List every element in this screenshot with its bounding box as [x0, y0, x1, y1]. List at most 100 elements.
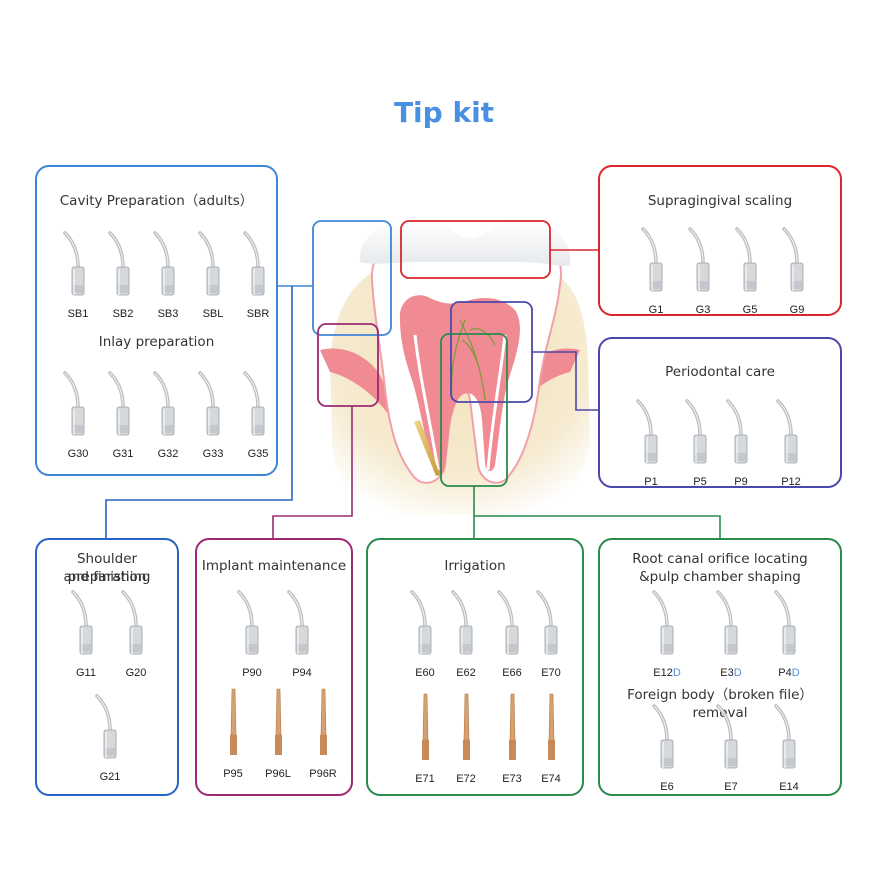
tip-illustration [320, 688, 327, 755]
tip-p90: P90 [229, 584, 275, 679]
panel-title-line2: and finishing [63, 569, 151, 585]
tip-label-text: G35 [247, 448, 269, 460]
tip-label-text: E62 [456, 667, 476, 679]
tip-label-text: E14 [779, 781, 799, 793]
tip-label: P96R [292, 768, 354, 780]
tip-illustration [243, 371, 265, 436]
tip-label: G3 [672, 304, 734, 316]
tip-p1: P1 [628, 393, 674, 488]
tip-label-text: P9 [734, 476, 748, 488]
tip-e12: E12D [644, 584, 690, 679]
tip-label: P94 [271, 667, 333, 679]
tip-illustration [774, 590, 796, 655]
highlight-cavity [312, 220, 392, 336]
tip-label: G1 [625, 304, 687, 316]
tip-label-text: G31 [112, 448, 134, 460]
tip-label-text: G5 [742, 304, 758, 316]
tip-label: E71 [394, 773, 456, 785]
tip-label-text: E71 [415, 773, 435, 785]
tip-label: G32 [137, 448, 199, 460]
tip-p96l: P96L [255, 685, 301, 780]
tip-label-text: SB2 [112, 308, 134, 320]
tip-sb3: SB3 [145, 225, 191, 320]
tip-e73: E73 [489, 690, 535, 785]
tip-illustration [652, 590, 674, 655]
tip-label-text: E60 [415, 667, 435, 679]
tip-e70: E70 [528, 584, 574, 679]
tip-label-text: P1 [644, 476, 658, 488]
tip-e72: E72 [443, 690, 489, 785]
panel-title-line1: Shoulder preparation [67, 551, 147, 585]
tip-label-text: E7 [724, 781, 738, 793]
tip-g31: G31 [100, 365, 146, 460]
tip-e3: E3D [708, 584, 754, 679]
tip-label-text: G32 [157, 448, 179, 460]
tip-e60: E60 [402, 584, 448, 679]
tip-label: SBR [227, 308, 289, 320]
tip-label-text: G3 [695, 304, 711, 316]
tip-label: G33 [182, 448, 244, 460]
tip-g33: G33 [190, 365, 236, 460]
tip-label-text: P95 [223, 768, 243, 780]
tip-e6: E6 [644, 698, 690, 793]
tip-label: G20 [105, 667, 167, 679]
connector-shoulder [105, 286, 293, 538]
panel-root-canal: Root canal orifice locating &pulp chambe… [598, 538, 842, 796]
tip-p96r: P96R [300, 685, 346, 780]
tip-illustration [463, 693, 470, 760]
tip-label-text: E74 [541, 773, 561, 785]
tip-label-suffix: D [733, 667, 742, 679]
tip-illustration [652, 704, 674, 769]
tip-label-text: SBL [202, 308, 224, 320]
tip-label: G5 [719, 304, 781, 316]
tip-illustration [716, 704, 738, 769]
tip-illustration [716, 590, 738, 655]
tip-p95: P95 [210, 685, 256, 780]
tip-g20: G20 [113, 584, 159, 679]
highlight-implant [317, 323, 379, 407]
tip-illustration [95, 694, 117, 759]
tip-label: E14 [758, 781, 820, 793]
tip-label-suffix: D [791, 667, 800, 679]
tip-illustration [63, 371, 85, 436]
tip-label: E73 [481, 773, 543, 785]
tip-label-text: E12 [653, 667, 673, 679]
tip-illustration [108, 231, 130, 296]
tip-illustration [198, 231, 220, 296]
gum-right [507, 348, 580, 420]
tip-e66: E66 [489, 584, 535, 679]
tip-label-text: SB1 [67, 308, 89, 320]
panel-title-line1: Root canal orifice locating [632, 551, 808, 567]
tip-label: P95 [202, 768, 264, 780]
tip-g11: G11 [63, 584, 109, 679]
tip-p9: P9 [718, 393, 764, 488]
tip-illustration [275, 688, 282, 755]
tip-illustration [153, 371, 175, 436]
tip-illustration [243, 231, 265, 296]
tip-illustration [509, 693, 516, 760]
tip-illustration [63, 231, 85, 296]
tip-sb2: SB2 [100, 225, 146, 320]
connector-periodontal [532, 351, 598, 411]
tip-label: G21 [79, 771, 141, 783]
tip-label: SB1 [47, 308, 109, 320]
tip-label: E7 [700, 781, 762, 793]
tip-g9: G9 [774, 221, 820, 316]
tip-label: E12D [636, 667, 698, 679]
panel-title: Implant maintenance [201, 558, 347, 574]
tip-label: E66 [481, 667, 543, 679]
tip-illustration [726, 399, 748, 464]
tip-label-text: G30 [67, 448, 89, 460]
tip-label-text: G9 [789, 304, 805, 316]
tip-label-text: G33 [202, 448, 224, 460]
tip-illustration [548, 693, 555, 760]
tip-illustration [641, 227, 663, 292]
panel-title: Periodontal care [665, 364, 775, 380]
tip-label-text: E70 [541, 667, 561, 679]
tip-e7: E7 [708, 698, 754, 793]
tip-illustration [776, 399, 798, 464]
tip-p12: P12 [768, 393, 814, 488]
tip-illustration [497, 590, 519, 655]
tip-label-text: G11 [76, 667, 96, 679]
